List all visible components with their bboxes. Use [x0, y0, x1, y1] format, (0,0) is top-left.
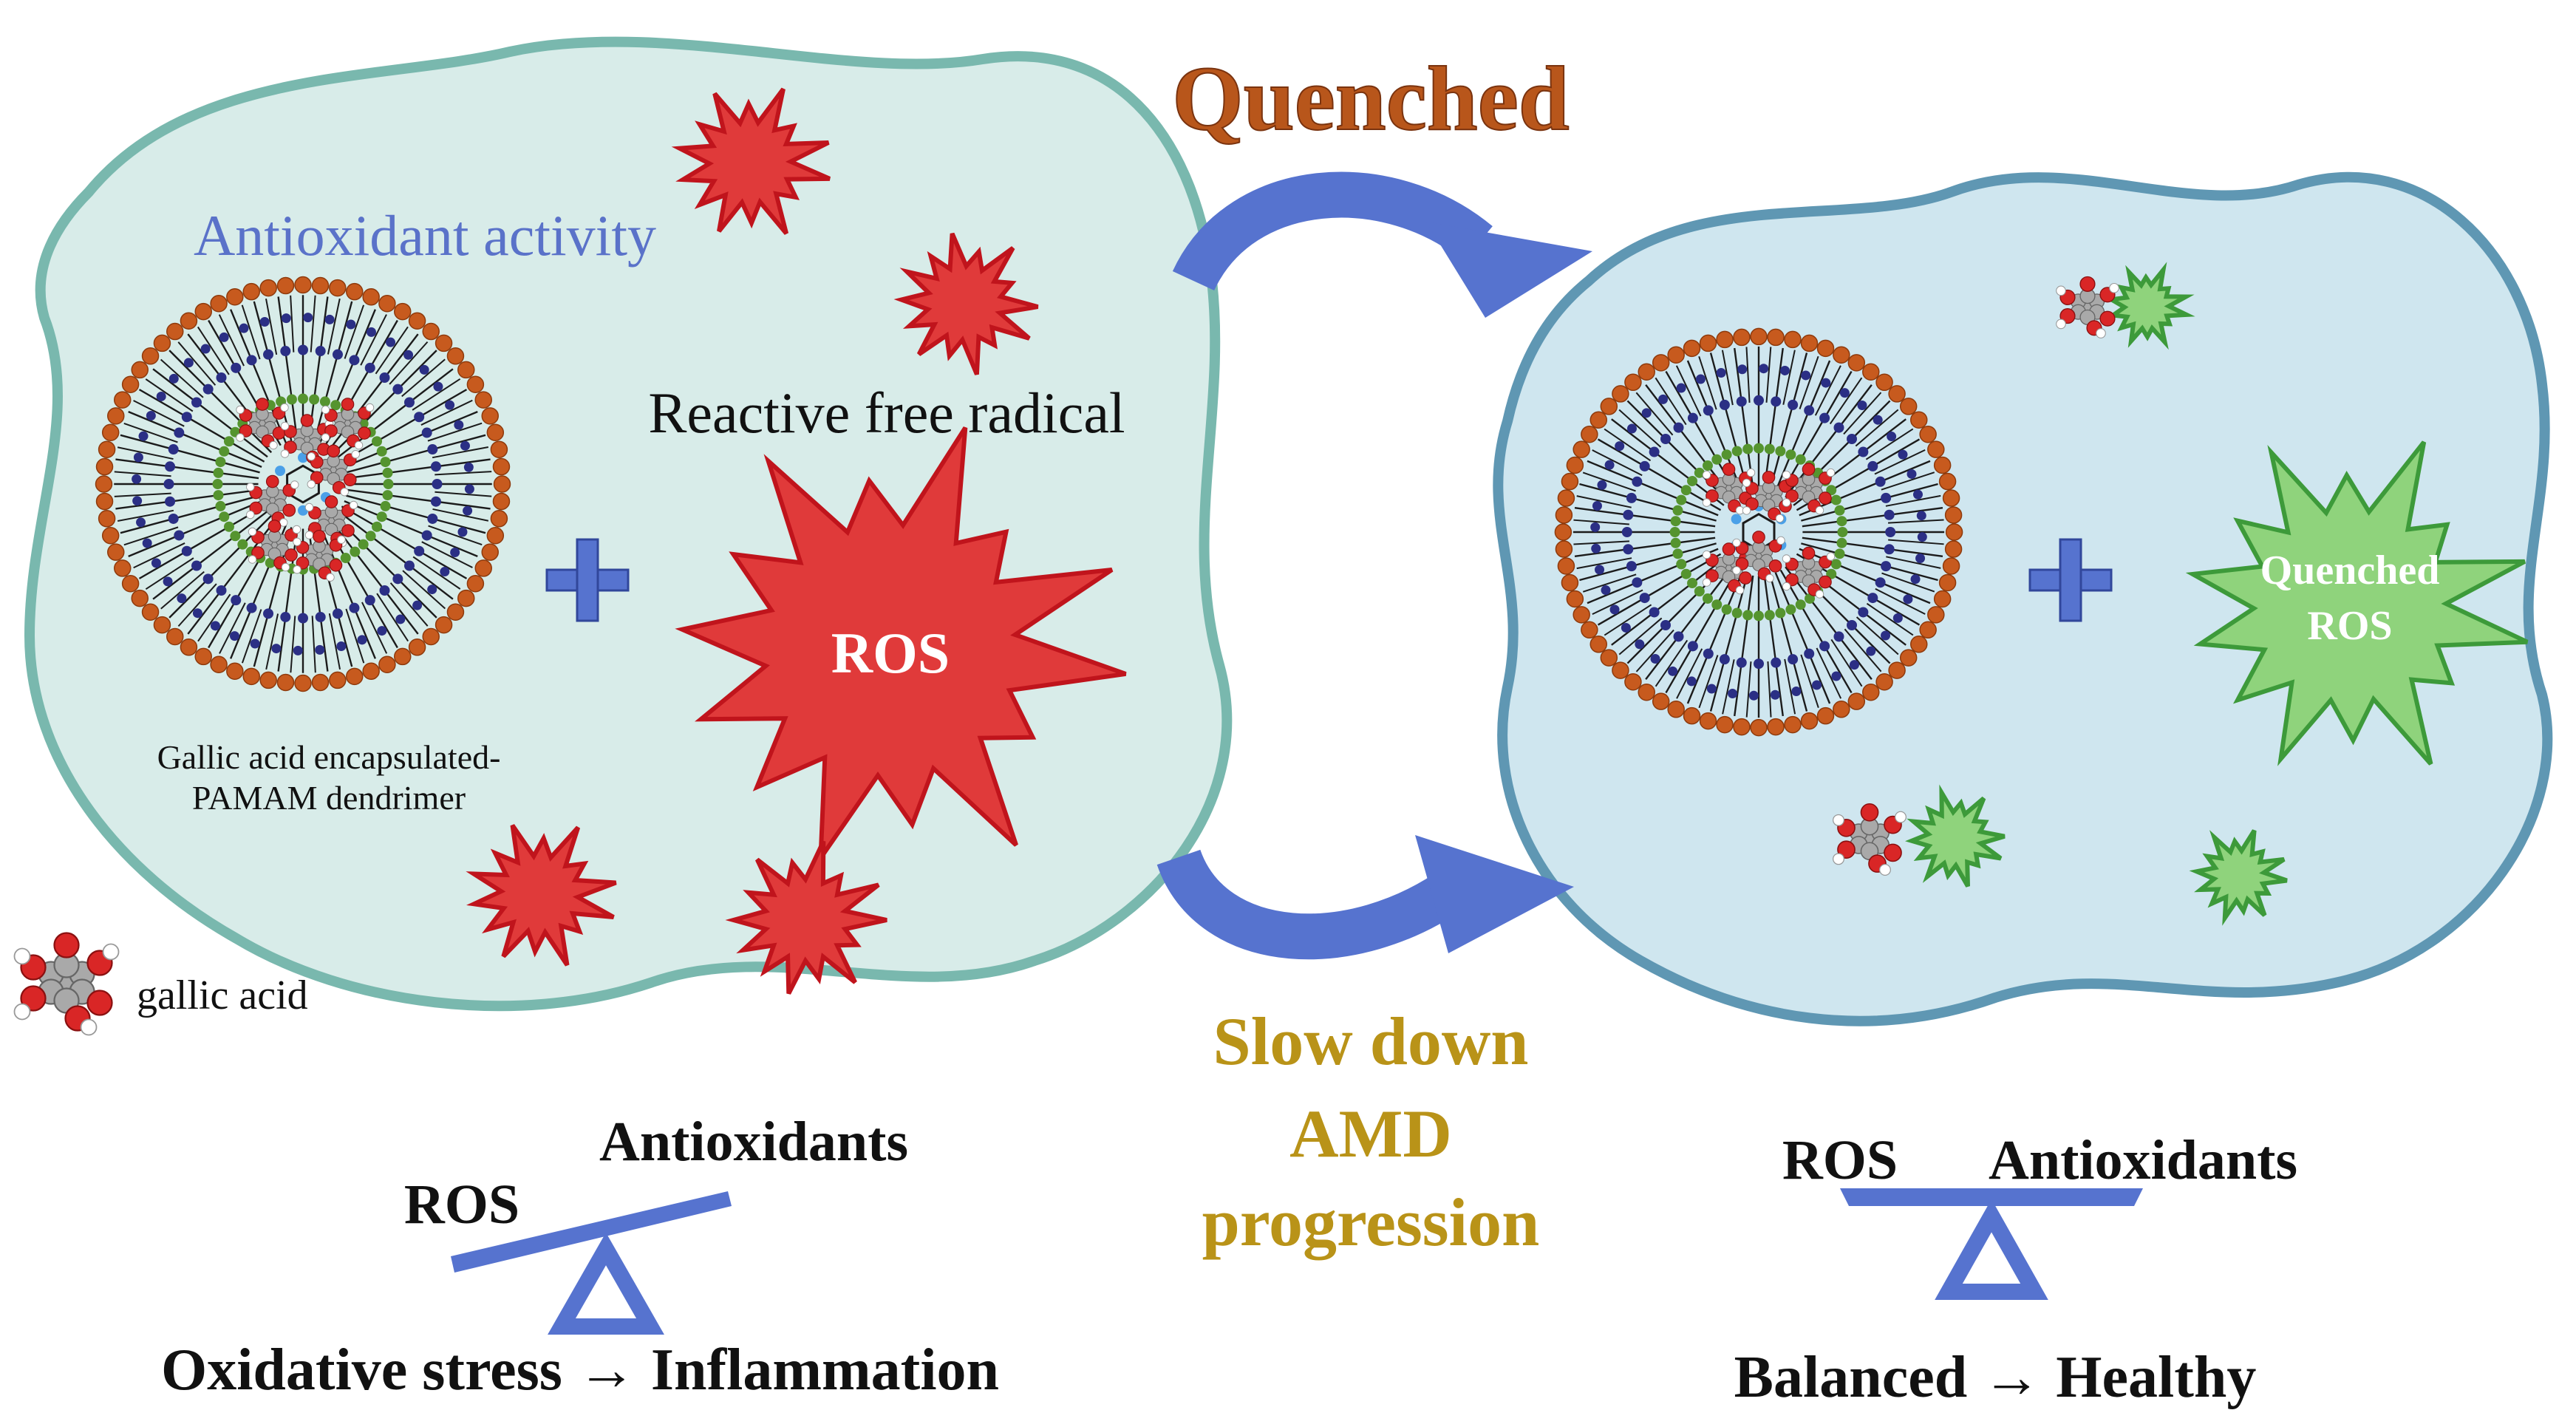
ros-small-starburst-icon — [671, 87, 831, 235]
plus-icon — [545, 538, 630, 622]
left-cell-membrane — [24, 36, 1233, 1012]
left-balance-caption: Oxidative stress → Inflammation — [161, 1338, 999, 1403]
ros-burst-label: ROS — [831, 621, 950, 685]
encapsulated-gallic-acid-icon — [248, 520, 301, 572]
curved-arrow-top-head — [1426, 222, 1592, 318]
reactive-free-radical-label: Reactive free radical — [648, 381, 1125, 445]
gallic-acid-molecules-layer — [13, 276, 2119, 1036]
quenched-small-starburst-icon — [2189, 829, 2288, 926]
encapsulated-gallic-acid-icon — [293, 529, 346, 582]
ros-small-starburst-icon — [466, 824, 617, 967]
slow-down-line1: Slow down — [1213, 1004, 1529, 1079]
slow-down-line3: progression — [1202, 1185, 1540, 1260]
encapsulated-gallic-acid-icon — [1782, 463, 1836, 515]
fulcrum-triangle-icon — [548, 1232, 664, 1335]
curved-arrow-bottom-head — [1415, 835, 1574, 953]
encapsulated-gallic-acid-icon — [1732, 531, 1785, 583]
ros-large-starburst-icon — [675, 426, 1127, 866]
dendrimer-caption-line1: Gallic acid encapsulated- — [157, 738, 501, 776]
gallic-acid-molecule-icon — [13, 932, 120, 1036]
left-balance-beam — [451, 1191, 732, 1273]
plus-icon — [2028, 538, 2113, 622]
right-balance-ros: ROS — [1782, 1129, 1898, 1191]
right-cell-membrane — [1493, 171, 2553, 1026]
fulcrum-triangle-icon — [1935, 1199, 2048, 1300]
ros-bursts-layer — [466, 87, 2529, 995]
dendrimer-right — [1554, 327, 1963, 737]
right-balance-caption: Balanced → Healthy — [1734, 1345, 2257, 1410]
quenched-ros-label-line1: Quenched — [2260, 548, 2440, 593]
encapsulated-gallic-acid-icon — [1782, 546, 1836, 599]
quenched-large-starburst-icon — [2185, 440, 2529, 766]
ros-small-starburst-icon — [893, 232, 1039, 375]
slow-down-line2: AMD — [1289, 1096, 1452, 1171]
gallic-acid-legend-label: gallic acid — [137, 973, 308, 1018]
encapsulated-gallic-acid-icon — [1742, 471, 1796, 523]
left-balance-antioxidants: Antioxidants — [599, 1111, 908, 1173]
dendrimer-left — [95, 276, 511, 692]
encapsulated-gallic-acid-icon — [1702, 542, 1756, 595]
encapsulated-gallic-acid-icon — [246, 474, 299, 527]
right-balance-beam — [1840, 1188, 2143, 1206]
dendrimer-caption-line2: PAMAM dendrimer — [192, 779, 466, 817]
curved-arrow-bottom — [1156, 848, 1470, 960]
left-balance-ros: ROS — [404, 1174, 519, 1236]
gallic-acid-molecule-icon — [2056, 276, 2119, 338]
right-balance-antioxidants: Antioxidants — [1989, 1129, 2297, 1191]
quenched-small-starburst-icon — [1905, 784, 2006, 888]
ros-small-starburst-icon — [725, 840, 887, 995]
encapsulated-gallic-acid-icon — [307, 444, 360, 497]
curved-arrow-top — [1172, 171, 1493, 292]
quenched-ros-label-line2: ROS — [2307, 603, 2392, 649]
encapsulated-gallic-acid-icon — [1702, 463, 1756, 515]
gallic-acid-molecule-icon — [1833, 803, 1907, 876]
encapsulated-gallic-acid-icon — [321, 398, 375, 450]
antioxidant-activity-label: Antioxidant activity — [194, 203, 656, 268]
quenched-title: Quenched — [1172, 48, 1569, 149]
